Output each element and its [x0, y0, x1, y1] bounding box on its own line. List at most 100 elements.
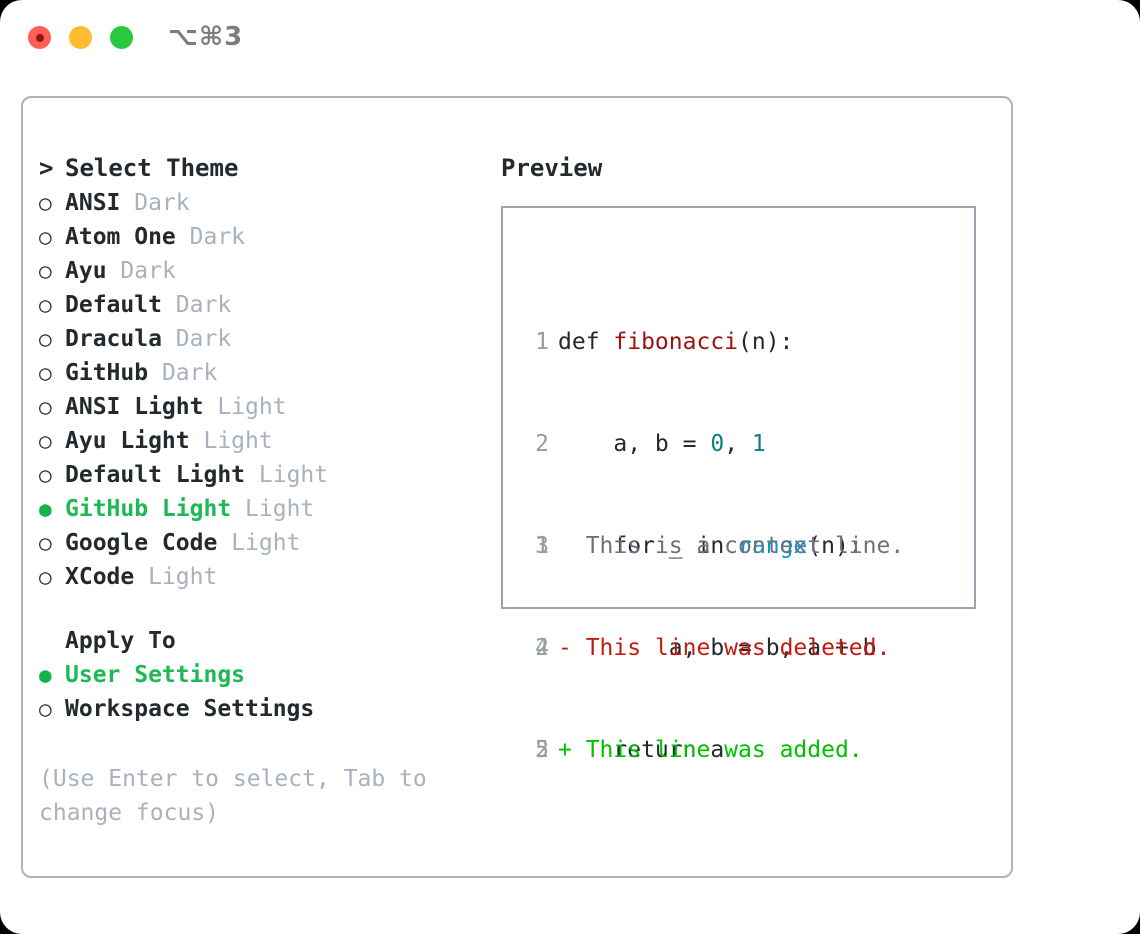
theme-name: Default — [65, 292, 162, 318]
minimize-button[interactable] — [69, 26, 92, 49]
theme-list: ○ ANSI Dark ○ Atom One Dark ○ Ayu — [39, 186, 489, 594]
apply-to-option-workspace-settings[interactable]: ○ Workspace Settings — [39, 692, 489, 726]
theme-picker-header: > Select Theme — [39, 150, 489, 186]
diff-sign: + — [558, 737, 586, 763]
theme-variant-label: Dark — [120, 258, 176, 284]
apply-to-options: ● User Settings ○ Workspace Settings — [39, 658, 489, 726]
theme-list-item[interactable]: ○ Dracula Dark — [39, 322, 489, 356]
radio-icon: ○ — [39, 463, 52, 487]
keyboard-shortcut-label: ⌥⌘3 — [168, 22, 244, 52]
prompt-caret-icon: > — [39, 154, 54, 182]
radio-icon: ○ — [39, 531, 52, 555]
radio-icon: ○ — [39, 395, 52, 419]
radio-icon: ○ — [39, 191, 52, 215]
main-panel: > Select Theme ○ ANSI Dark ○ Atom One — [21, 96, 1013, 878]
code-text: def fibonacci(n): — [558, 329, 794, 355]
theme-name: Ayu — [65, 258, 107, 284]
theme-variant-label: Dark — [189, 224, 246, 250]
theme-list-item-selected[interactable]: ● GitHub Light Light — [39, 492, 489, 526]
theme-name: Default Light — [65, 462, 246, 488]
radio-selected-icon: ● — [39, 663, 52, 687]
theme-name: Ayu Light — [65, 428, 190, 454]
theme-list-item[interactable]: ○ Ayu Light Light — [39, 424, 489, 458]
theme-variant — [148, 356, 162, 390]
code-text: return a — [558, 737, 725, 763]
line-number: 3 — [535, 533, 549, 559]
theme-list-item[interactable]: ○ Default Dark — [39, 288, 489, 322]
theme-name: ANSI — [65, 190, 121, 216]
theme-variant — [245, 458, 259, 492]
title-bar: ⌥⌘3 — [0, 0, 1140, 78]
line-number: 5 — [535, 737, 549, 763]
diff-sign: - — [558, 635, 586, 661]
theme-name: GitHub Light — [65, 496, 232, 522]
preview-box: 1 def fibonacci(n): 2 a, b = 0, 1 3 for … — [501, 206, 976, 763]
theme-variant — [107, 254, 121, 288]
maximize-button[interactable] — [110, 26, 133, 49]
theme-list-item[interactable]: ○ ANSI Light Light — [39, 390, 489, 424]
code-text: for _ in range(n): — [558, 533, 863, 559]
line-number: 2 — [535, 635, 549, 661]
theme-variant-label: Light — [245, 496, 315, 522]
radio-icon: ○ — [39, 259, 52, 283]
theme-variant-label: Dark — [161, 360, 218, 386]
traffic-lights — [28, 26, 133, 49]
theme-list-item[interactable]: ○ Ayu Dark — [39, 254, 489, 288]
theme-variant-label: Light — [217, 394, 287, 420]
theme-variant-label: Light — [203, 428, 273, 454]
theme-name: Atom One — [65, 224, 176, 250]
code-line: 5 return a — [519, 733, 877, 767]
radio-selected-icon: ● — [39, 497, 52, 521]
code-line: 1 def fibonacci(n): — [519, 325, 877, 359]
diff-text: This line was added. — [585, 737, 863, 763]
theme-list-item[interactable]: ○ Atom One Dark — [39, 220, 489, 254]
theme-name: GitHub — [65, 360, 149, 386]
close-button[interactable] — [28, 26, 51, 49]
theme-variant-label: Dark — [175, 326, 232, 352]
apply-to-option-user-settings[interactable]: ● User Settings — [39, 658, 489, 692]
page-title: Select Theme — [65, 154, 239, 182]
theme-name: Google Code — [65, 530, 218, 556]
theme-list-item[interactable]: ○ Google Code Light — [39, 526, 489, 560]
apply-to-heading: Apply To — [65, 628, 176, 654]
theme-variant — [217, 526, 231, 560]
section-spacer — [39, 594, 489, 624]
diff-line-deleted: 2 - This line was deleted. — [519, 631, 904, 665]
code-sample: 1 def fibonacci(n): 2 a, b = 0, 1 3 for … — [519, 257, 877, 835]
code-text: a, b = 0, 1 — [558, 431, 766, 457]
theme-list-item[interactable]: ○ GitHub Dark — [39, 356, 489, 390]
line-number: 2 — [535, 737, 549, 763]
theme-list-item[interactable]: ○ Default Light Light — [39, 458, 489, 492]
code-line: 4 a, b = b, a + b — [519, 631, 877, 665]
line-number: 2 — [535, 431, 549, 457]
theme-variant — [162, 322, 176, 356]
radio-icon: ○ — [39, 429, 52, 453]
preview-column: Preview 1 def fibonacci(n): 2 a, b = 0, … — [501, 150, 1001, 763]
code-line: 3 for _ in range(n): — [519, 529, 877, 563]
code-line: 2 a, b = 0, 1 — [519, 427, 877, 461]
theme-variant-label: Light — [258, 462, 329, 488]
theme-variant — [190, 424, 204, 458]
theme-variant-label: Light — [148, 564, 218, 590]
radio-icon: ○ — [39, 327, 52, 351]
diff-line-added: 2 + This line was added. — [519, 733, 904, 767]
theme-list-item[interactable]: ○ ANSI Dark — [39, 186, 489, 220]
code-text: a, b = b, a + b — [558, 635, 877, 661]
line-number: 4 — [535, 635, 549, 661]
diff-sign — [558, 529, 586, 563]
theme-variant-label: Light — [231, 530, 301, 556]
theme-variant — [162, 288, 176, 322]
theme-list-item[interactable]: ○ XCode Light — [39, 560, 489, 594]
radio-icon: ○ — [39, 697, 52, 721]
radio-icon: ○ — [39, 361, 52, 385]
theme-variant — [120, 186, 134, 220]
line-number: 1 — [535, 533, 549, 559]
theme-variant — [231, 492, 245, 526]
theme-variant-label: Dark — [175, 292, 232, 318]
diff-text: This is a context line. — [585, 533, 905, 559]
diff-sample: 1 This is a context line. 2 - This line … — [519, 461, 904, 835]
theme-variant — [203, 390, 217, 424]
theme-picker-column: > Select Theme ○ ANSI Dark ○ Atom One — [39, 150, 489, 830]
radio-icon: ○ — [39, 565, 52, 589]
